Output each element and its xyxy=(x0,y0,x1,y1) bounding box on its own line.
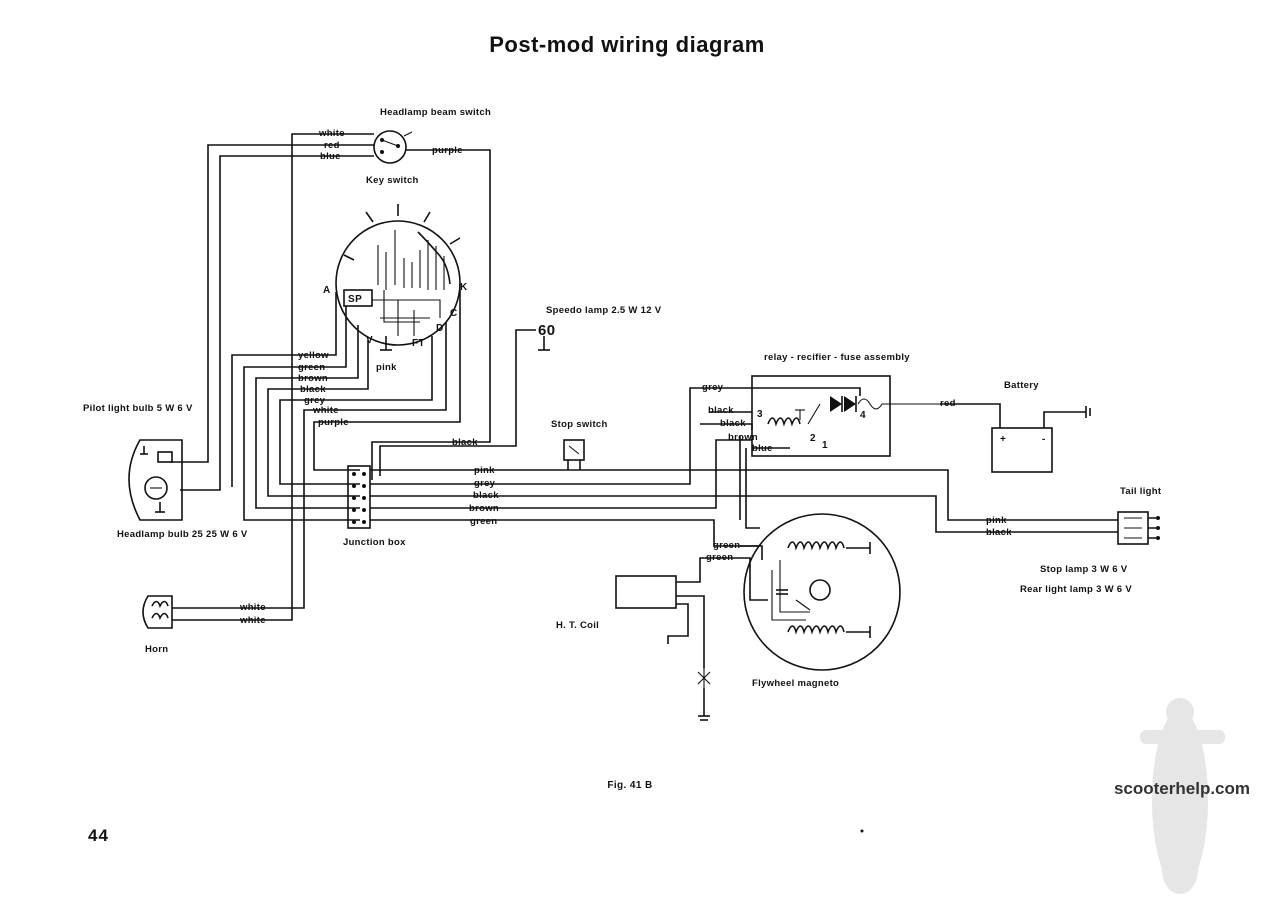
wire-label-white-beam: white xyxy=(318,128,345,139)
wire-label-green-ks: green xyxy=(298,362,325,373)
ht-coil xyxy=(615,557,740,721)
junction-box xyxy=(347,465,371,529)
wire-green-magneto xyxy=(740,545,768,601)
battery-minus: - xyxy=(1042,434,1046,445)
wire-purple-ks xyxy=(313,290,461,471)
wire-label-green-jb: green xyxy=(470,516,497,527)
ht-coil-label: H. T. Coil xyxy=(556,620,599,631)
wire-label-white1-horn: white xyxy=(239,602,266,613)
key-terminal-a: A xyxy=(323,285,331,296)
wire-black-ks xyxy=(267,340,369,497)
wire-grey-ks xyxy=(279,336,433,485)
watermark-text: scooterhelp.com xyxy=(1114,779,1250,798)
stray-dot xyxy=(860,829,864,833)
wire-grey-jb xyxy=(370,387,752,485)
key-switch xyxy=(335,204,461,351)
junction-box-label: Junction box xyxy=(343,537,406,548)
figure-caption: Fig. 41 B xyxy=(607,780,652,791)
wire-yellow xyxy=(231,292,337,487)
tail-light-label: Tail light xyxy=(1120,486,1162,497)
wire-label-blue-beam: blue xyxy=(320,151,341,162)
flywheel-magneto xyxy=(743,513,901,671)
key-terminal-pink: pink xyxy=(376,362,397,373)
stop-lamp-label: Stop lamp 3 W 6 V xyxy=(1040,564,1128,575)
wire-label-black-speedo: black xyxy=(452,437,478,448)
wire-label-yellow: yellow xyxy=(298,350,329,361)
relay-terminal-1: 1 xyxy=(822,440,828,451)
wire-label-grey-jb: grey xyxy=(474,478,496,489)
wire-purple-beam xyxy=(371,149,491,480)
speedo-lamp-label: Speedo lamp 2.5 W 12 V xyxy=(546,305,662,316)
wire-green-ks xyxy=(243,306,360,521)
wire-label-purple-ks: purple xyxy=(318,417,349,428)
headlamp-beam-switch xyxy=(373,130,413,164)
wire-pink-jb xyxy=(370,469,1118,521)
headlamp-beam-switch-label: Headlamp beam switch xyxy=(380,107,491,118)
wire-black-speedo xyxy=(379,329,536,476)
key-terminal-d: D xyxy=(436,323,444,334)
battery xyxy=(940,403,1091,473)
relay-assembly xyxy=(751,375,940,457)
relay-terminal-4: 4 xyxy=(860,410,866,421)
wire-blue-beam xyxy=(180,155,374,491)
horn-label: Horn xyxy=(145,644,168,655)
wire-label-green1-magneto: green xyxy=(713,540,740,551)
page-title: Post-mod wiring diagram xyxy=(489,32,765,57)
wire-label-black-jb: black xyxy=(473,490,499,501)
rear-light-label: Rear light lamp 3 W 6 V xyxy=(1020,584,1132,595)
wire-white-ks xyxy=(172,322,447,609)
flywheel-magneto-label: Flywheel magneto xyxy=(752,678,839,689)
headlamp-bulb-label: Headlamp bulb 25 25 W 6 V xyxy=(117,529,248,540)
horn xyxy=(142,595,173,629)
wire-green-jb xyxy=(370,519,760,547)
battery-label: Battery xyxy=(1004,380,1039,391)
relay-terminal-3: 3 xyxy=(757,409,763,420)
wire-black-jb xyxy=(370,495,1118,533)
wire-white-beam xyxy=(172,133,374,621)
wire-label-grey-ks: grey xyxy=(304,395,326,406)
wire-label-brown-jb: brown xyxy=(469,503,499,514)
headlamp-assembly xyxy=(128,439,183,521)
wire-label-pink-jb: pink xyxy=(474,465,495,476)
wire-label-grey-relay: grey xyxy=(702,382,724,393)
wire-label-red-battery: red xyxy=(940,398,956,409)
battery-plus: + xyxy=(1000,434,1006,445)
wire-label-black-ks: black xyxy=(300,384,326,395)
wire-label-pink-tail: pink xyxy=(986,515,1007,526)
wire-label-brown-relay: brown xyxy=(728,432,758,443)
relay-assembly-label: relay - recifier - fuse assembly xyxy=(764,352,910,363)
wire-label-purple-beam: purple xyxy=(432,145,463,156)
key-terminal-v: V xyxy=(366,335,373,346)
wire-brown-jb xyxy=(370,439,752,509)
wire-label-brown-ks: brown xyxy=(298,373,328,384)
wire-label-black-tail: black xyxy=(986,527,1012,538)
scooter-watermark-icon xyxy=(1140,698,1225,894)
wire-label-white2-horn: white xyxy=(239,615,266,626)
wire-red-beam xyxy=(170,144,374,463)
wire-brown-ks xyxy=(255,325,360,509)
stop-switch xyxy=(563,439,585,470)
key-terminal-ft: FT xyxy=(412,338,425,349)
key-terminal-k: K xyxy=(460,282,468,293)
speedo-lamp-mark: 60 xyxy=(538,322,556,339)
wire-label-black1-relay: black xyxy=(708,405,734,416)
relay-terminal-2: 2 xyxy=(810,433,816,444)
wire-label-white-ks: white xyxy=(312,405,339,416)
pilot-light-label: Pilot light bulb 5 W 6 V xyxy=(83,403,193,414)
wire-label-red-beam: red xyxy=(324,140,340,151)
page-number: 44 xyxy=(88,826,109,845)
key-terminal-c: C xyxy=(450,308,458,319)
key-terminal-sp: SP xyxy=(348,294,362,305)
stop-switch-label: Stop switch xyxy=(551,419,608,430)
tail-light xyxy=(1117,511,1160,545)
key-switch-label: Key switch xyxy=(366,175,419,186)
